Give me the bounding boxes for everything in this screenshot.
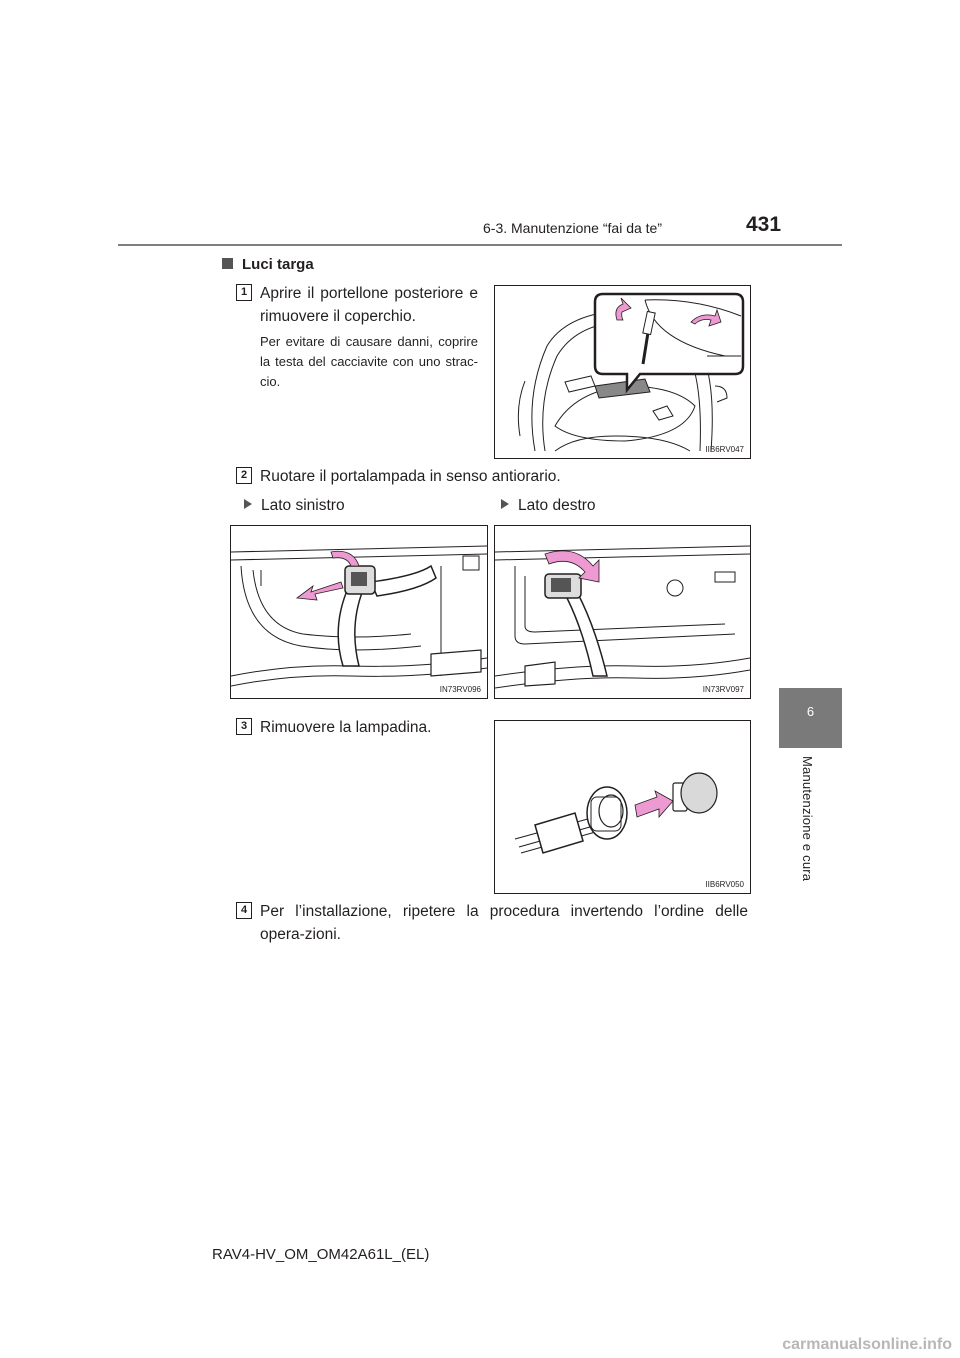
watermark: carmanualsonline.info	[782, 1336, 952, 1353]
square-bullet-icon	[222, 258, 233, 269]
document-code: RAV4-HV_OM_OM42A61L_(EL)	[212, 1246, 430, 1263]
figure-cover-removal: IIB6RV047	[494, 285, 751, 459]
section-title: Luci targa	[222, 256, 314, 273]
figure-code: IN73RV097	[702, 685, 744, 694]
chapter-label: Manutenzione e cura	[800, 756, 815, 882]
figure-code: IN73RV096	[439, 685, 481, 694]
triangle-bullet-icon	[501, 499, 509, 509]
side-label-left-text: Lato sinistro	[261, 497, 345, 514]
figure-left-side: IN73RV096	[230, 525, 488, 699]
step-1-text: Aprire il portellone posteriore e rimuov…	[260, 285, 478, 325]
section-breadcrumb: 6-3. Manutenzione “fai da te”	[483, 220, 662, 236]
header-divider	[118, 244, 842, 246]
step-1-note: Per evitare di causare danni, coprire la…	[260, 334, 478, 389]
figure-bulb-removal: IIB6RV050	[494, 720, 751, 894]
section-title-text: Luci targa	[242, 256, 314, 273]
step-number-4: 4	[236, 902, 252, 919]
bulb-removal-illustration	[514, 772, 718, 854]
triangle-bullet-icon	[244, 499, 252, 509]
figure-right-side: IN73RV097	[494, 525, 751, 699]
left-side-illustration	[231, 545, 487, 687]
figure-code: IIB6RV050	[705, 880, 744, 889]
right-side-illustration	[495, 545, 750, 689]
chapter-number: 6	[806, 704, 815, 719]
step-4-text: Per l’installazione, ripetere la procedu…	[260, 903, 748, 943]
chapter-tab	[779, 688, 842, 748]
cover-removal-illustration	[517, 292, 745, 452]
page-number: 431	[746, 213, 782, 236]
side-label-left: Lato sinistro	[244, 494, 345, 517]
step-2-text: Ruotare il portalampada in senso antiora…	[260, 468, 561, 485]
side-label-right: Lato destro	[501, 494, 596, 517]
step-number-1: 1	[236, 284, 252, 301]
step-number-2: 2	[236, 467, 252, 484]
figure-code: IIB6RV047	[705, 445, 744, 454]
side-label-right-text: Lato destro	[518, 497, 596, 514]
step-number-3: 3	[236, 718, 252, 735]
step-3-text: Rimuovere la lampadina.	[260, 719, 432, 736]
